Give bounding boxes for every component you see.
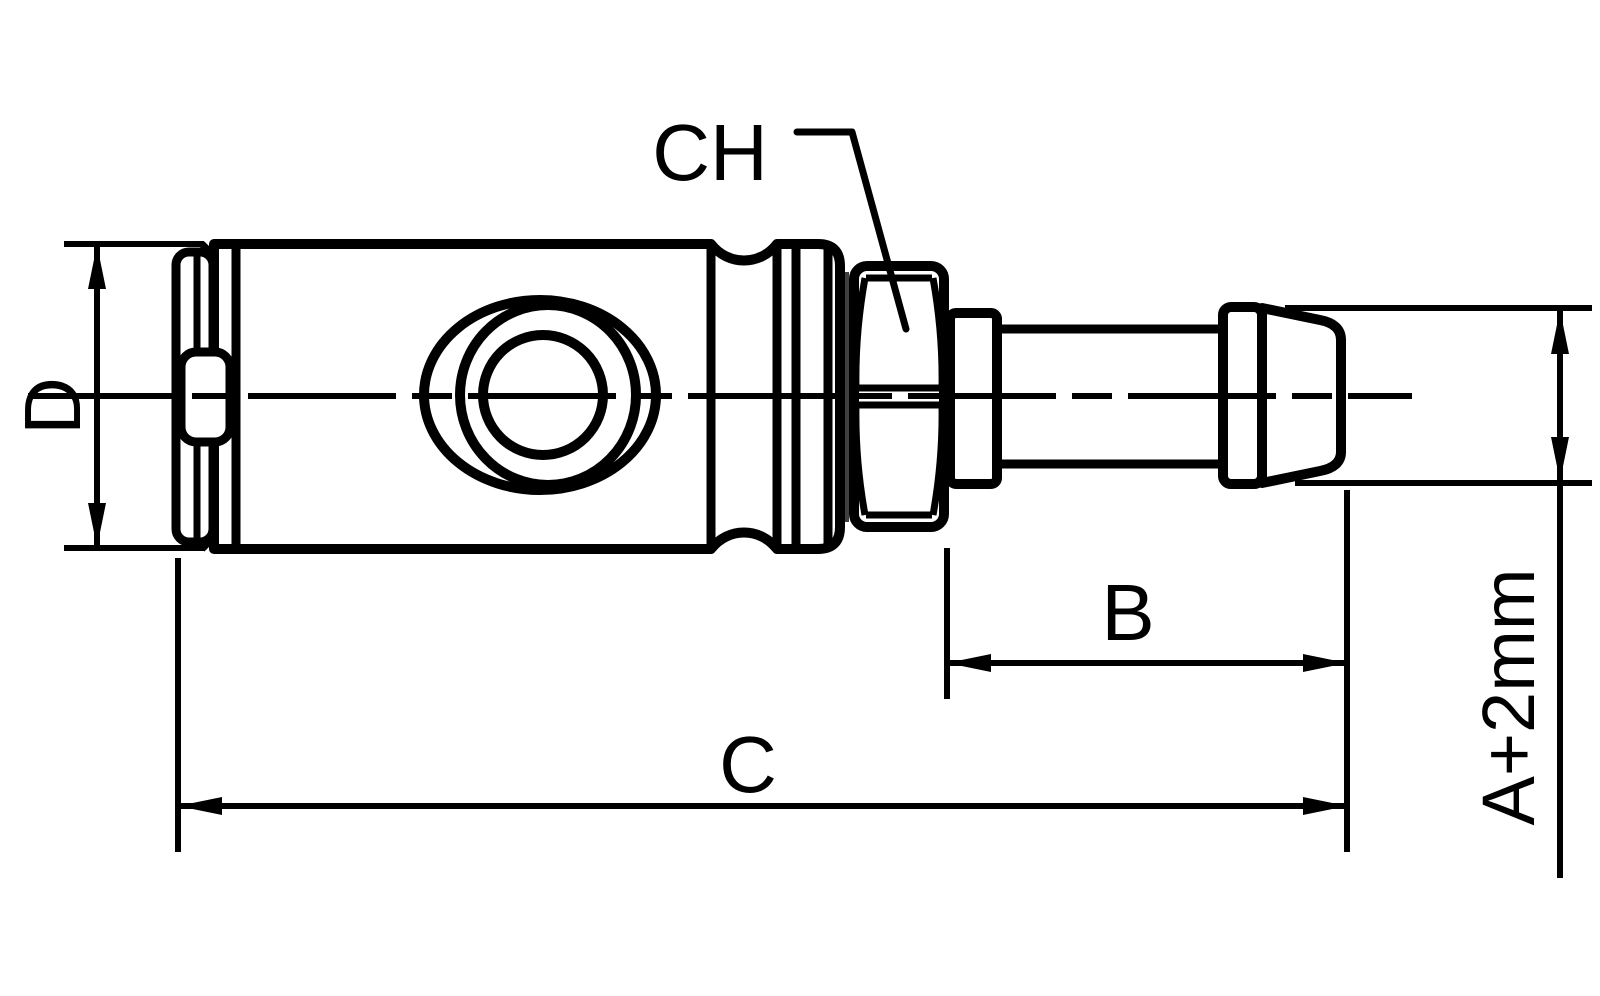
dimension-a-arrow-up xyxy=(1551,310,1569,354)
dimension-d-arrow-up xyxy=(88,245,106,289)
ch-callout xyxy=(793,128,910,333)
dimension-b-arrow-right xyxy=(1303,654,1347,672)
body-top-notch xyxy=(199,241,221,257)
dimension-b xyxy=(944,490,1350,852)
dimension-c-arrow-left xyxy=(178,797,222,815)
dimension-a-arrow-down xyxy=(1551,437,1569,481)
ch-leader-line xyxy=(793,128,910,333)
hex-nut-face-lines xyxy=(852,274,946,519)
dimension-b-label: B xyxy=(1101,568,1154,657)
hose-stem-lines xyxy=(997,324,1222,469)
dimension-d xyxy=(64,241,221,552)
dimension-c-label: C xyxy=(719,720,777,809)
dimension-d-arrow-down xyxy=(88,503,106,547)
dimension-a xyxy=(1285,305,1592,878)
dimension-c-arrow-right xyxy=(1303,797,1347,815)
ch-label: CH xyxy=(652,108,768,197)
dimension-a-label: A+2mm xyxy=(1467,568,1550,825)
body-bottom-notch xyxy=(199,536,221,552)
dimension-d-label: D xyxy=(8,377,97,435)
dimension-c xyxy=(175,558,1347,852)
dimension-b-arrow-left xyxy=(947,654,991,672)
